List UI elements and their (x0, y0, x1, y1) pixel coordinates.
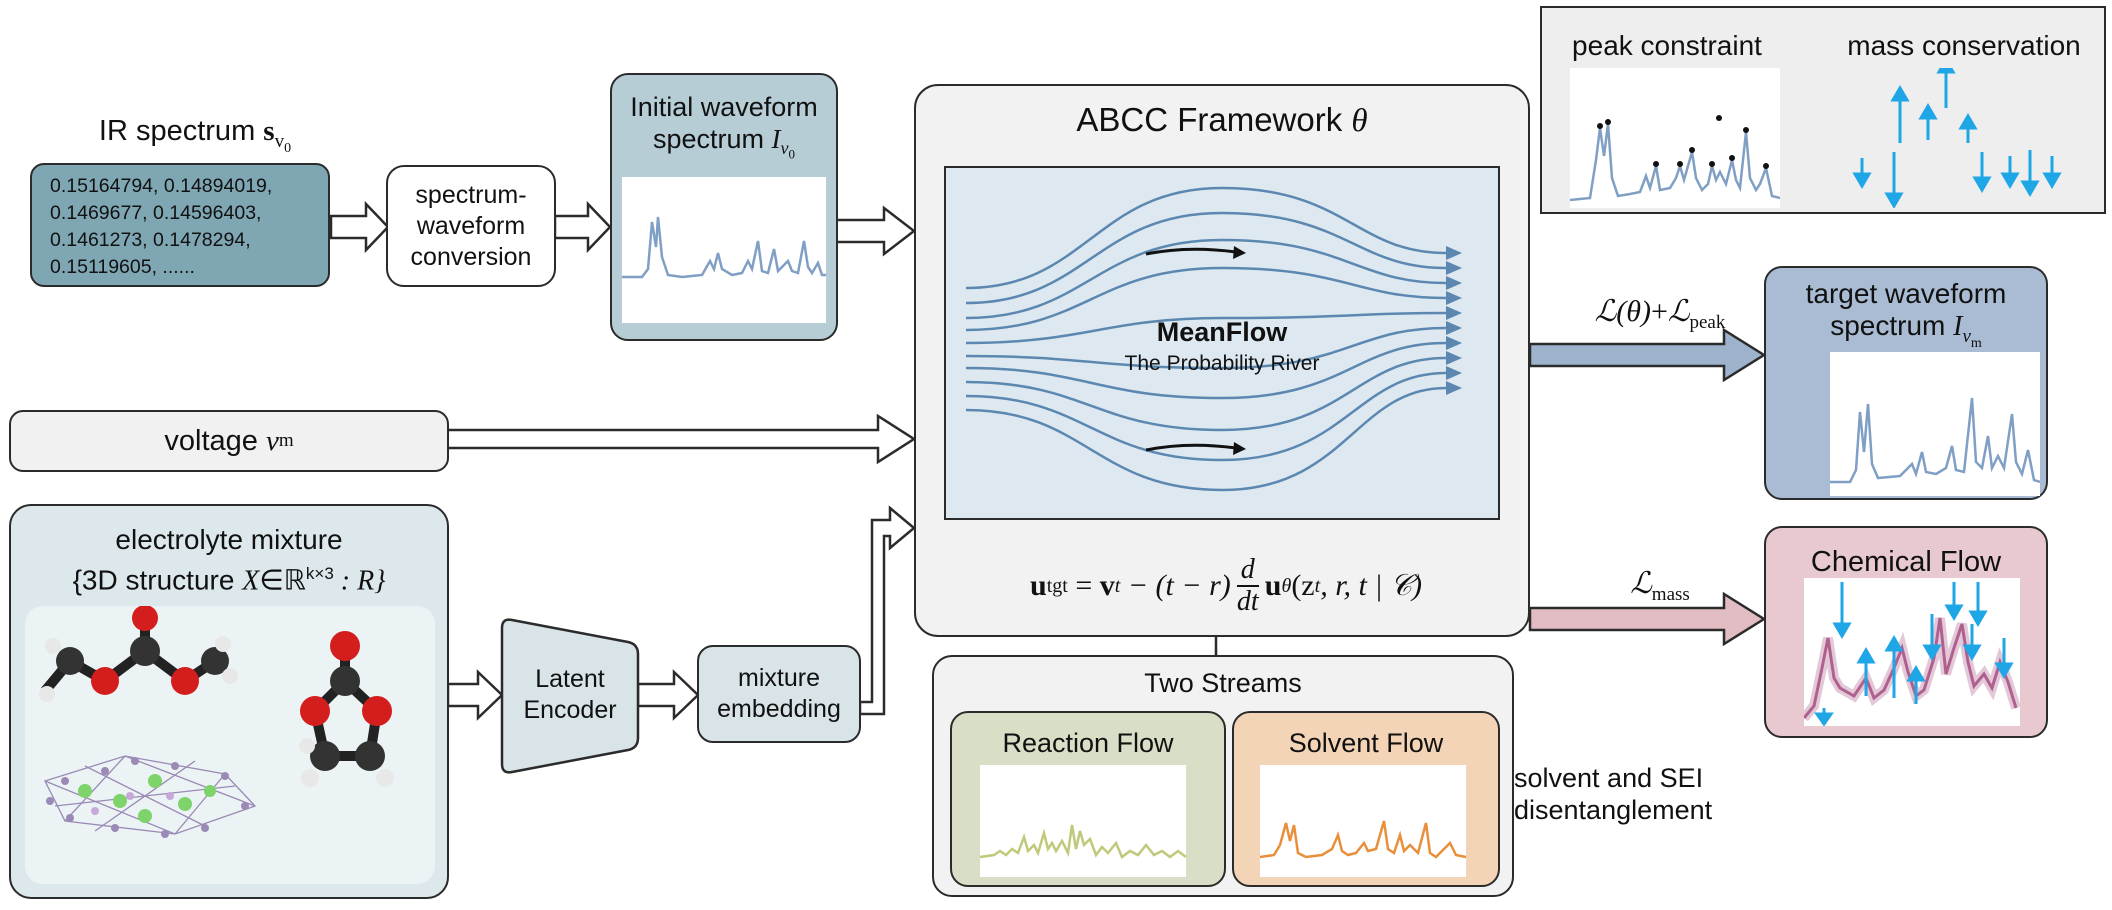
chemical-flow-plot (1804, 578, 2020, 726)
target-spectrum-plot (1830, 352, 2040, 496)
ec-molecule-icon (299, 631, 394, 787)
initial-waveform-title-2: spectrum Iv0 (652, 124, 796, 162)
latent-encoder-shape (500, 618, 640, 774)
reaction-flow-plot (980, 765, 1186, 877)
conversion-label-2: waveform (416, 211, 526, 240)
embedding-label-2: embedding (717, 695, 841, 723)
initial-waveform-title-1: Initial waveform (630, 92, 818, 122)
meanflow-river-panel: MeanFlow The Probability River (944, 166, 1500, 520)
solvent-flow-plot (1260, 765, 1466, 877)
lattice-atoms (46, 757, 249, 838)
embedding-label-1: mixture (738, 664, 820, 692)
meanflow-subtitle: The Probability River (1124, 352, 1320, 375)
two-streams-title: Two Streams (1144, 668, 1302, 698)
mass-conservation-arrows-icon (1852, 68, 2062, 208)
arrow-electrolyte-to-encoder (446, 669, 504, 721)
arrow-framework-to-chemical (1528, 591, 1767, 647)
solvent-flow-box: Solvent Flow (1232, 711, 1500, 887)
target-waveform-title-2: spectrum Ivm (1830, 310, 1982, 351)
loss-top-label: ℒ(θ)+ℒpeak (1594, 295, 1726, 334)
peak-constraint-label: peak constraint (1572, 30, 1762, 61)
arrow-encoder-to-embedding (636, 669, 700, 721)
peak-constraint-plot (1570, 68, 1780, 208)
electrolyte-title-2: {3D structure X∈ℝk×3 : R} (72, 564, 386, 597)
ir-value-line-1: 0.15164794, 0.14894019, (50, 175, 273, 197)
target-spectrum-line (1830, 397, 2040, 484)
electrolyte-box: electrolyte mixture {3D structure X∈ℝk×3… (9, 504, 449, 899)
arrow-framework-to-target (1528, 327, 1767, 383)
arrow-initial-to-framework (834, 205, 917, 257)
reaction-flow-label: Reaction Flow (1002, 728, 1174, 758)
constraints-panel: peak constraint mass conservation (1540, 6, 2106, 214)
framework-title: ABCC Framework θ (1076, 101, 1368, 139)
conversion-label-3: conversion (410, 242, 532, 271)
abcc-framework-box: ABCC Framework θ (914, 84, 1530, 637)
chemical-flow-box: Chemical Flow (1764, 526, 2048, 738)
mass-conservation-label: mass conservation (1847, 30, 2081, 61)
solvent-flow-label: Solvent Flow (1288, 728, 1444, 758)
chemical-flow-arrows-icon (1814, 582, 2014, 726)
target-waveform-title-1: target waveform (1805, 278, 2007, 309)
dmc-molecule-icon (39, 606, 238, 702)
initial-spectrum-plot (622, 177, 826, 323)
ir-value-line-4: 0.15119605, ...... (50, 256, 195, 278)
flow-arrow-bottom-icon (1145, 443, 1237, 452)
conversion-box: spectrum- waveform conversion (386, 165, 556, 287)
mixture-embedding-box: mixture embedding (697, 645, 861, 743)
ir-spectrum-values-box: 0.15164794, 0.14894019, 0.1469677, 0.145… (30, 163, 330, 287)
ir-spectrum-title: IR spectrum sv0 (98, 115, 292, 156)
meanflow-title: MeanFlow (1156, 317, 1288, 347)
probability-river-lines (965, 186, 1462, 492)
lattice-structure-icon (44, 755, 257, 835)
initial-spectrum-line (622, 216, 826, 279)
loss-bottom-label: ℒmass (1630, 567, 1690, 606)
ir-value-line-3: 0.1461273, 0.1478294, (50, 229, 251, 251)
arrow-voltage-to-framework (445, 413, 917, 465)
chemical-flow-title: Chemical Flow (1810, 546, 2002, 578)
reaction-flow-box: Reaction Flow (950, 711, 1226, 887)
arrow-embedding-to-framework (858, 505, 916, 716)
molecule-panel (25, 606, 435, 884)
electrolyte-title-1: electrolyte mixture (115, 524, 343, 555)
arrow-ir-to-conversion (329, 200, 390, 254)
ir-value-line-2: 0.1469677, 0.14596403, (50, 202, 262, 224)
two-streams-box: Two Streams Reaction Flow Solvent Flow (932, 655, 1514, 897)
conversion-label-1: spectrum- (415, 180, 527, 209)
flow-arrow-top-icon (1145, 247, 1237, 256)
initial-waveform-box: Initial waveform spectrum Iv0 (610, 73, 838, 341)
arrow-conversion-to-initial (553, 200, 612, 254)
target-waveform-box: target waveform spectrum Ivm (1764, 266, 2048, 500)
